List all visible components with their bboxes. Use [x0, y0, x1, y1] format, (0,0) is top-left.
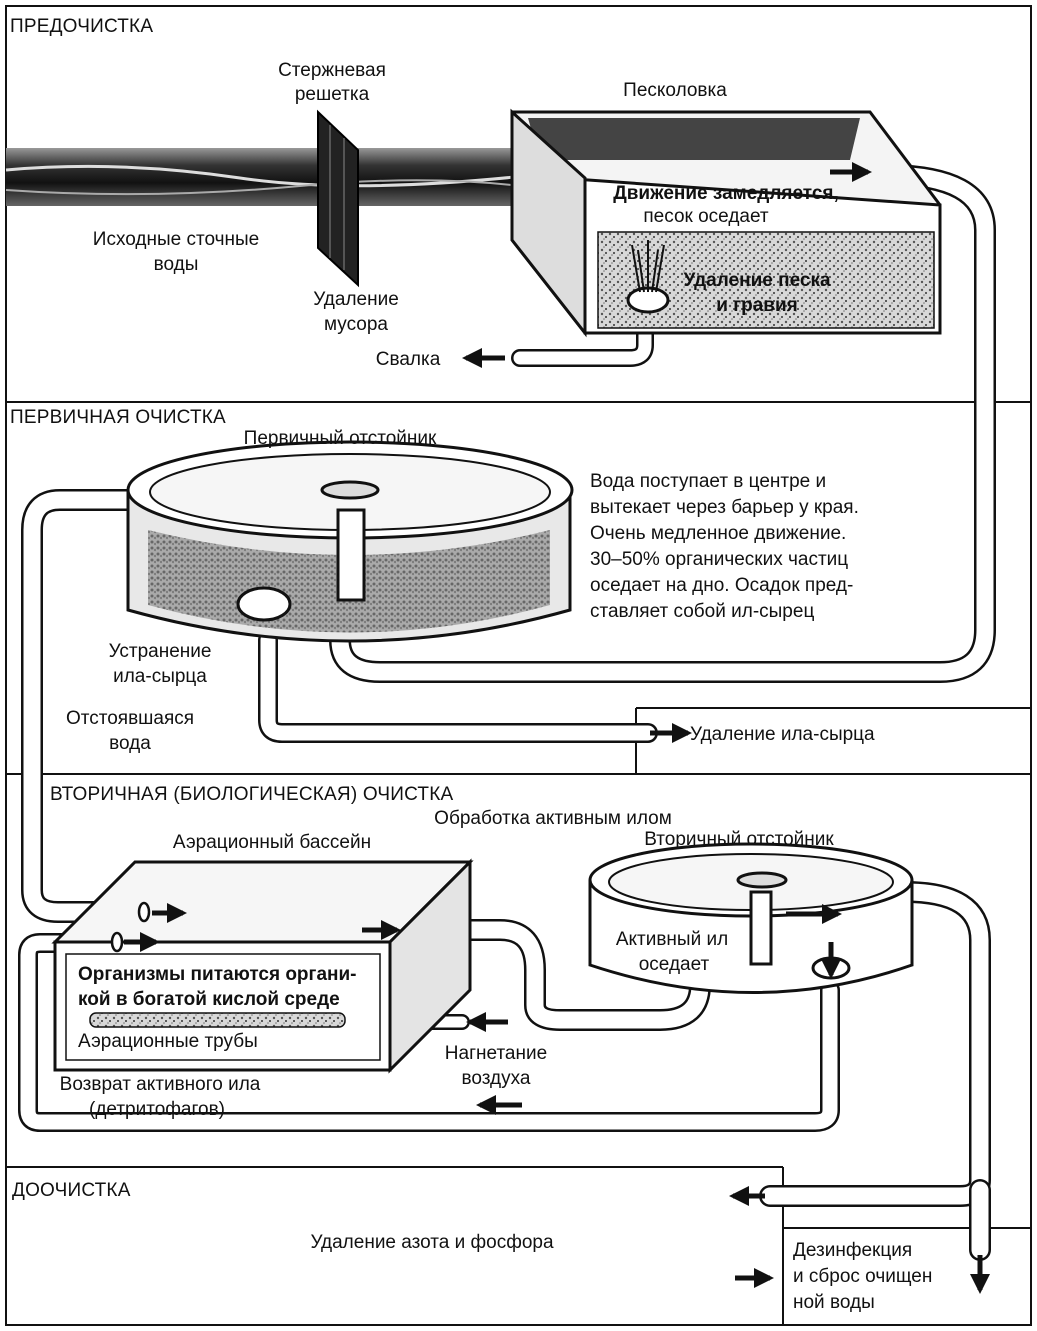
- slowdown-label-line2: песок оседает: [643, 206, 769, 227]
- disinfection-label-line1: Дезинфекция: [793, 1240, 912, 1261]
- organisms-label-line2: кой в богатой кислой среде: [78, 989, 340, 1010]
- primary-description-line1: Вода поступает в центре и: [590, 471, 826, 492]
- landfill-label: Свалка: [376, 349, 441, 370]
- grit-chamber-label: Песколовка: [623, 80, 727, 101]
- secondary-clarifier-label: Вторичный отстойник: [644, 829, 834, 850]
- air-injection-label-line2: воздуха: [462, 1068, 531, 1089]
- grit-hopper: [626, 240, 670, 314]
- air-injection-label-line1: Нагнетание: [445, 1043, 547, 1064]
- bar-screen-label-line1: Стержневая: [278, 60, 386, 81]
- pipe-network: [18, 164, 996, 1261]
- raw-water-label-line2: воды: [154, 254, 199, 275]
- aeration-basin-label: Аэрационный бассейн: [173, 832, 371, 853]
- activated-sludge-label: Обработка активным илом: [434, 808, 672, 829]
- bar-screen: [317, 109, 359, 288]
- aeration-basin: [51, 858, 474, 1074]
- debris-removal-label-line2: мусора: [324, 314, 388, 335]
- primary-clarifier-label: Первичный отстойник: [244, 428, 437, 449]
- primary-description-line2: вытекает через барьер у края.: [590, 497, 859, 518]
- flow-arrows: [124, 162, 990, 1294]
- section-tertiary-title: ДООЧИСТКА: [12, 1180, 131, 1201]
- organisms-label-line1: Организмы питаются органи-: [78, 964, 357, 985]
- return-sludge-label-line1: Возврат активного ила: [60, 1074, 261, 1095]
- aeration-pipes-label: Аэрационные трубы: [78, 1031, 258, 1052]
- primary-clarifier-tank: [126, 440, 574, 643]
- raw-sludge-out-label-line2: ила-сырца: [113, 666, 207, 687]
- grit-removal-label-line2: и гравия: [716, 295, 798, 316]
- section-secondary-title: ВТОРИЧНАЯ (БИОЛОГИЧЕСКАЯ) ОЧИСТКА: [50, 784, 454, 805]
- primary-description-line5: оседает на дно. Осадок пред-: [590, 575, 853, 596]
- section-frame: [5, 5, 1032, 1326]
- primary-description-line6: ставляет собой ил-сырец: [590, 601, 814, 622]
- active-sludge-settles-label-line1: Активный ил: [616, 929, 728, 950]
- grit-chamber: [510, 108, 942, 338]
- primary-description-line4: 30–50% органических частиц: [590, 549, 848, 570]
- bar-screen-label-line2: решетка: [295, 84, 370, 105]
- section-primary-title: ПЕРВИЧНАЯ ОЧИСТКА: [10, 407, 226, 428]
- disinfection-label-line2: и сброс очищен: [793, 1266, 932, 1287]
- primary-description: Вода поступает в центре и вытекает через…: [590, 471, 859, 622]
- debris-removal-label-line1: Удаление: [313, 289, 399, 310]
- inlet-valves: [110, 901, 151, 953]
- return-sludge-label-line2: (детритофагов): [89, 1099, 225, 1120]
- nitrogen-phosphorus-label: Удаление азота и фосфора: [310, 1232, 554, 1253]
- active-sludge-settles-label-line2: оседает: [639, 954, 710, 975]
- disinfection-label-line3: ной воды: [793, 1292, 875, 1313]
- raw-sludge-out-label-line1: Устранение: [109, 641, 212, 662]
- settled-water-label-line1: Отстоявшаяся: [66, 708, 194, 729]
- inlet-raw-sewage-pipe: [5, 148, 566, 206]
- raw-water-label-line1: Исходные сточные: [93, 229, 259, 250]
- primary-description-line3: Очень медленное движение.: [590, 523, 846, 544]
- slowdown-label-line1: Движение замедляется,: [613, 183, 839, 204]
- grit-removal-label-line1: Удаление песка: [683, 270, 831, 291]
- section-pretreatment-title: ПРЕДОЧИСТКА: [10, 16, 153, 37]
- raw-sludge-removal-label: Удаление ила-сырца: [690, 724, 875, 745]
- settled-water-label-line2: вода: [109, 733, 151, 754]
